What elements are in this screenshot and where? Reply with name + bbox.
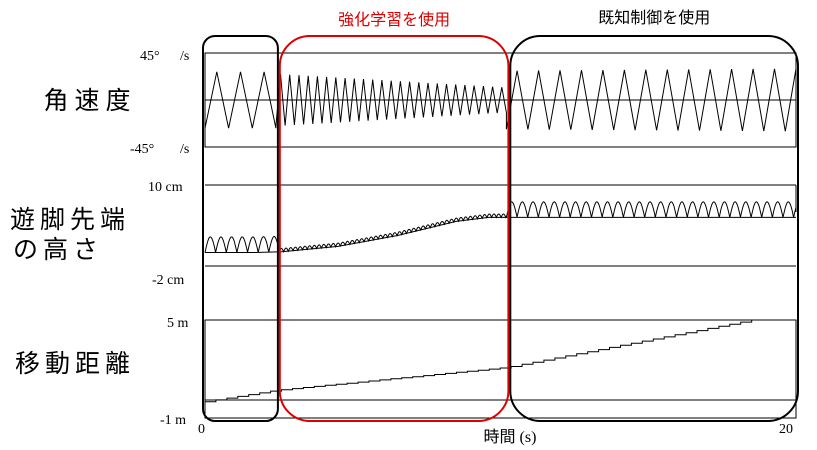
panel-swing-height-ytick-top: 10 cm xyxy=(148,180,183,195)
panel-distance-frame xyxy=(204,319,797,419)
x-tick-end: 20 xyxy=(779,422,793,437)
region-known-control-outline xyxy=(509,35,799,422)
panel-angular-velocity: 角速度 45° /s -45° /s xyxy=(43,49,797,157)
panel-angular-velocity-ytick-bottom: -45° xyxy=(130,142,154,157)
panel-swing-height-ytick-bottom: -2 cm xyxy=(152,273,184,288)
panel-angular-velocity-ytick-top-unit: /s xyxy=(180,49,189,64)
region-known-control-label: 既知制御を使用 xyxy=(598,8,710,27)
panel-swing-height-ylabel-line2: の高さ xyxy=(13,235,103,264)
region-rl-outline xyxy=(278,35,510,422)
region-rl-label: 強化学習を使用 xyxy=(338,10,450,29)
distance-series-line xyxy=(205,320,753,403)
swing-height-series-line xyxy=(204,201,797,253)
x-axis-label: 時間 (s) xyxy=(484,428,537,446)
panel-distance-ytick-top: 5 m xyxy=(167,316,189,331)
panel-distance: 移動距離 5 m -1 m xyxy=(15,316,797,428)
panel-swing-height: 遊脚先端 の高さ 10 cm -2 cm xyxy=(10,180,797,288)
region-outlines: 強化学習を使用 既知制御を使用 xyxy=(202,8,799,422)
panel-angular-velocity-ytick-top: 45° xyxy=(140,49,160,64)
angular-velocity-series-line xyxy=(204,68,797,132)
swing-height-ground-line xyxy=(205,216,796,253)
panel-distance-ytick-bottom: -1 m xyxy=(160,413,186,428)
panel-angular-velocity-ytick-bottom-unit: /s xyxy=(180,142,189,157)
x-tick-start: 0 xyxy=(198,422,205,437)
region-initial-outline xyxy=(202,35,279,422)
panel-swing-height-ylabel-line1: 遊脚先端 xyxy=(10,205,130,234)
panel-angular-velocity-ylabel: 角速度 xyxy=(43,86,136,115)
panel-distance-ylabel: 移動距離 xyxy=(15,349,135,378)
